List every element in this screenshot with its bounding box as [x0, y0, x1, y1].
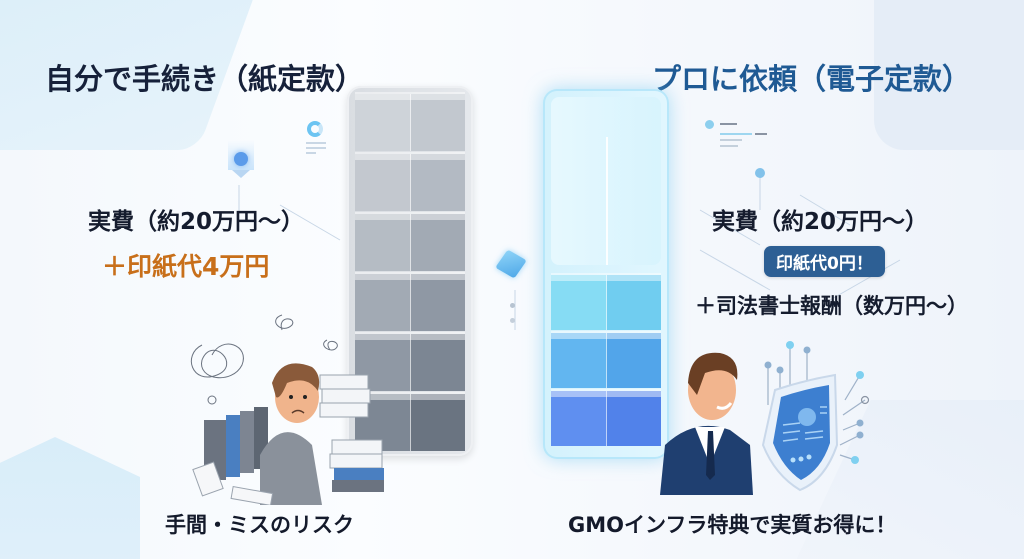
empty-glass-space [551, 97, 661, 265]
cost-block [355, 272, 465, 331]
cost-block [551, 331, 661, 388]
location-pin-icon [228, 140, 254, 184]
left-title: 自分で手続き（紙定款） [45, 62, 365, 96]
left-cost-main: 実費（約20万円〜） [88, 209, 305, 235]
stamp-fee-zero-badge: 印紙代0円！ [764, 246, 885, 277]
cost-block [355, 92, 465, 151]
network-node [755, 168, 765, 178]
right-scrivener-fee: ＋司法書士報酬（数万円〜） [695, 294, 968, 318]
right-title: プロに依頼（電子定款） [652, 62, 972, 96]
cost-block [355, 212, 465, 271]
dot [510, 303, 515, 308]
electronic-cost-column [543, 89, 669, 459]
worried-person-illustration [190, 314, 384, 505]
background-shape-top-right [874, 0, 1024, 150]
left-caption: 手間・ミスのリスク [165, 513, 354, 537]
cost-block [551, 389, 661, 446]
businessman-with-shield-illustration [660, 341, 870, 495]
right-cost-main: 実費（約20万円〜） [712, 209, 929, 235]
donut-chart-icon [307, 121, 323, 137]
cost-block [551, 273, 661, 330]
dot [510, 318, 515, 323]
left-stamp-fee: ＋印紙代4万円 [102, 252, 270, 281]
right-caption: GMOインフラ特典で実質お得に！ [568, 513, 897, 537]
cost-block [355, 152, 465, 211]
text-lines-icon [306, 142, 326, 154]
